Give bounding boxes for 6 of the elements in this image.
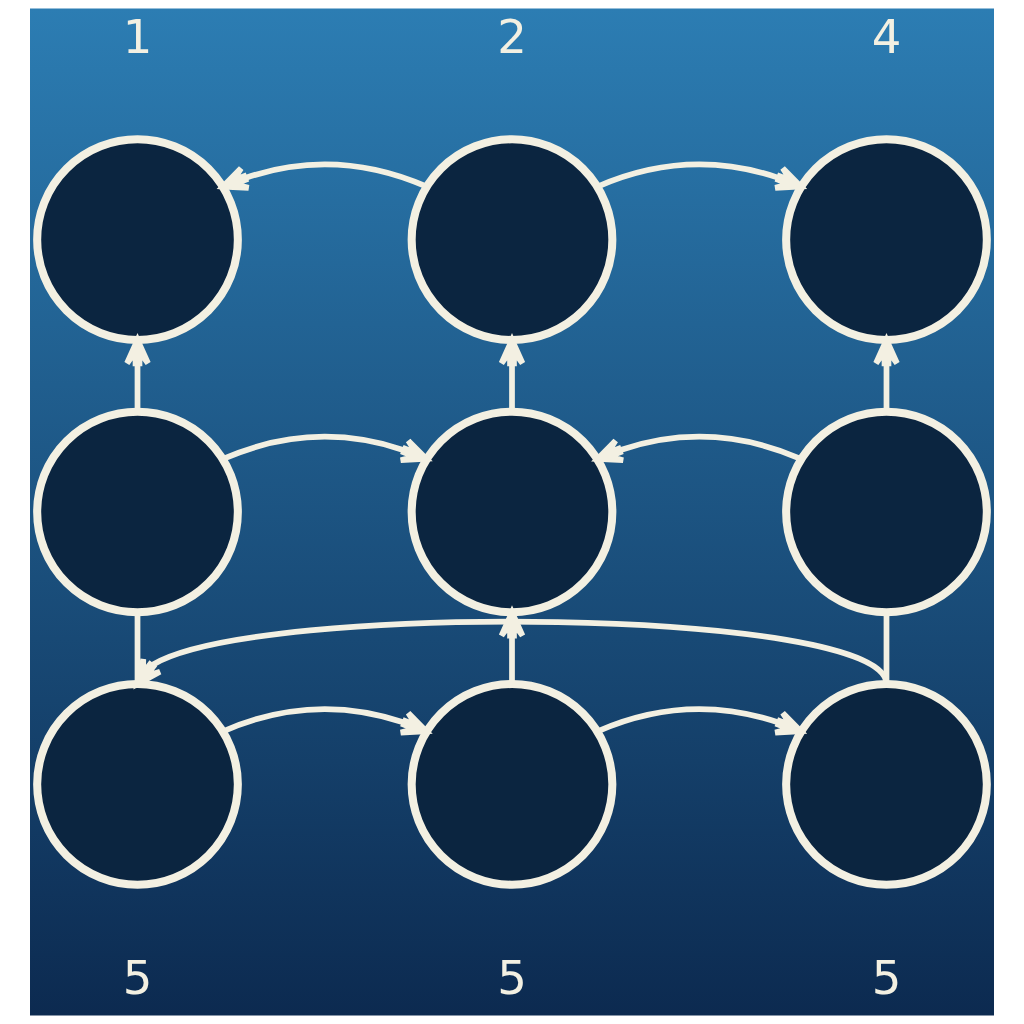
node-label: 5 [122, 950, 153, 1005]
node-label: 5 [497, 950, 527, 1005]
node-label: 5 [871, 950, 902, 1005]
node-label: 2 [497, 9, 527, 64]
node-label: 1 [122, 9, 153, 64]
node-label: 4 [871, 9, 902, 64]
